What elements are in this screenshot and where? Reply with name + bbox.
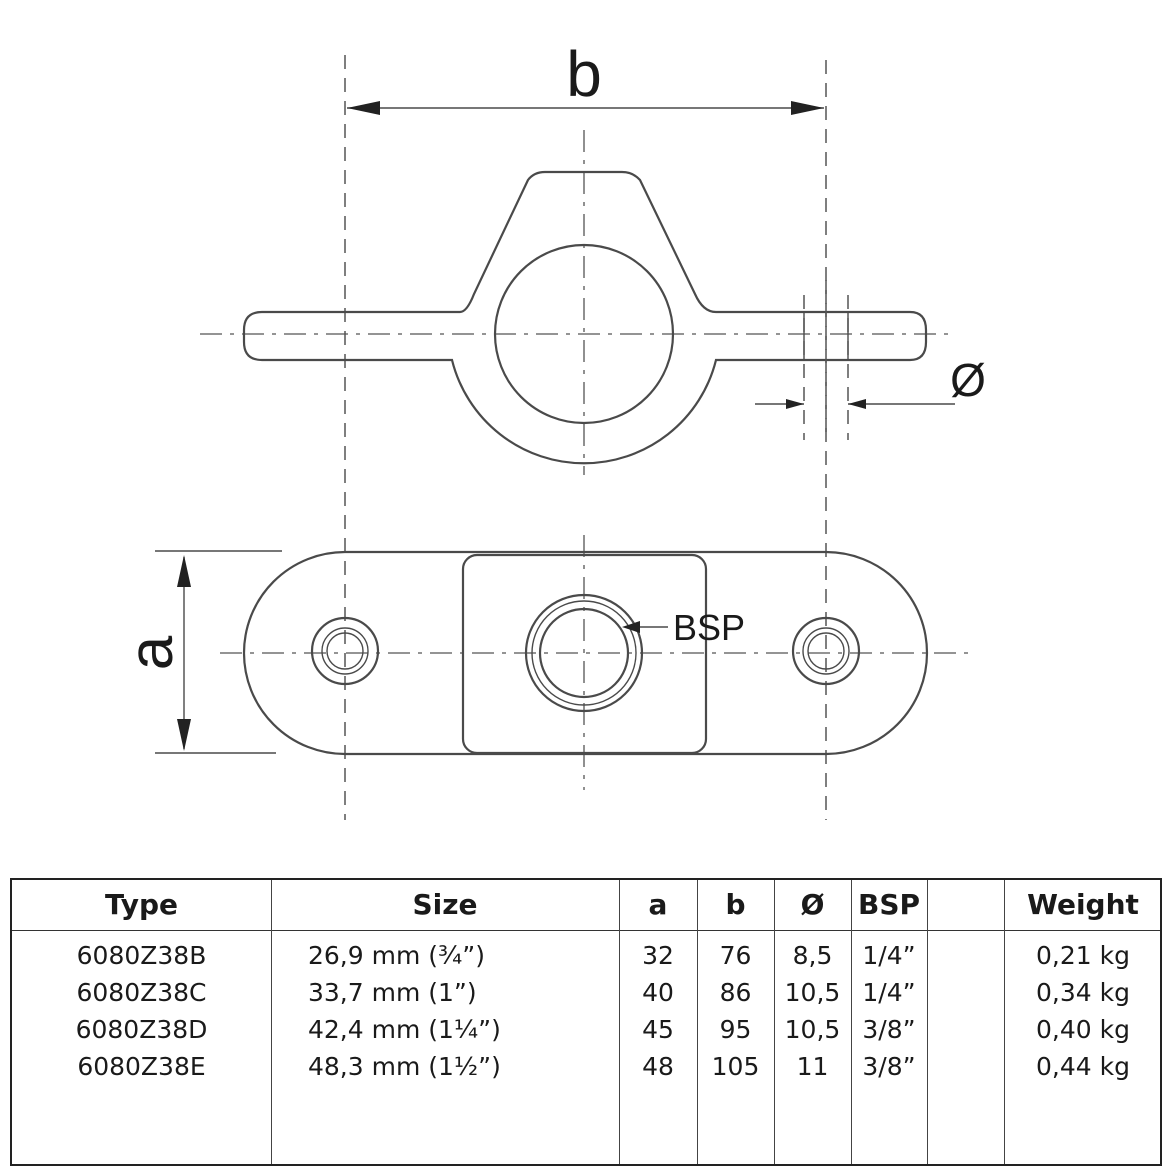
plan-view	[155, 535, 970, 790]
type-column: 6080Z38B 6080Z38C 6080Z38D 6080Z38E	[12, 937, 271, 1085]
size-cell: 33,7 mm (1”)	[308, 978, 477, 1007]
diameter-cell: 11	[796, 1052, 829, 1081]
size-column: 26,9 mm (¾”) 33,7 mm (1”) 42,4 mm (1¼”) …	[308, 937, 501, 1085]
dimension-diameter-label: Ø	[950, 354, 986, 406]
b-column: 76 86 95 105	[697, 937, 774, 1085]
bsp-hole-outer	[524, 593, 644, 713]
a-cell: 45	[642, 1015, 674, 1044]
a-cell: 32	[642, 941, 674, 970]
bsp-cell: 1/4”	[862, 941, 916, 970]
weight-cell: 0,40 kg	[1036, 1015, 1130, 1044]
header-size: Size	[412, 888, 478, 921]
diameter-cell: 8,5	[792, 941, 833, 970]
size-cell: 48,3 mm (1½”)	[308, 1052, 501, 1081]
a-cell: 40	[642, 978, 674, 1007]
right-mount-hole	[791, 616, 861, 686]
column-divider	[619, 880, 620, 1164]
header-weight: Weight	[1027, 888, 1139, 921]
header-b: b	[725, 888, 746, 921]
diameter-cell: 10,5	[784, 1015, 841, 1044]
b-cell: 105	[711, 1052, 760, 1081]
header-diameter: Ø	[800, 888, 825, 921]
bsp-label: BSP	[673, 607, 745, 648]
column-divider	[697, 880, 698, 1164]
column-divider	[1004, 880, 1005, 1164]
bsp-column: 1/4” 1/4” 3/8” 3/8”	[851, 937, 927, 1085]
bsp-cell: 3/8”	[862, 1052, 916, 1081]
dimension-b: b	[347, 38, 824, 115]
dimension-a-label: a	[117, 635, 186, 670]
dimension-diameter: Ø	[755, 354, 986, 409]
a-cell: 48	[642, 1052, 674, 1081]
left-mount-hole	[310, 616, 380, 686]
weight-cell: 0,44 kg	[1036, 1052, 1130, 1081]
bsp-callout: BSP	[622, 607, 745, 648]
header-type: Type	[104, 888, 179, 921]
type-cell: 6080Z38B	[76, 941, 207, 970]
center-boss	[461, 553, 708, 755]
front-view	[200, 130, 955, 475]
dimension-b-label: b	[566, 38, 602, 110]
type-cell: 6080Z38E	[77, 1052, 206, 1081]
diameter-cell: 10,5	[784, 978, 841, 1007]
technical-drawing: b Ø	[117, 38, 986, 820]
dimension-a: a	[117, 555, 191, 751]
b-cell: 95	[719, 1015, 752, 1044]
type-cell: 6080Z38C	[76, 978, 207, 1007]
base-plate-outline	[242, 550, 929, 756]
bsp-hole-inner	[538, 607, 630, 699]
bsp-cell: 3/8”	[862, 1015, 916, 1044]
b-cell: 86	[719, 978, 752, 1007]
bsp-cell: 1/4”	[862, 978, 916, 1007]
spec-table: Type Size a b Ø BSP Weight 6080Z38B 6080…	[10, 878, 1162, 1166]
header-bsp: BSP	[857, 888, 921, 921]
diameter-column: 8,5 10,5 10,5 11	[774, 937, 851, 1085]
weight-cell: 0,34 kg	[1036, 978, 1130, 1007]
front-view-outline	[242, 170, 928, 465]
tube-bore-circle	[493, 243, 675, 425]
size-cell: 26,9 mm (¾”)	[308, 941, 485, 970]
type-cell: 6080Z38D	[75, 1015, 208, 1044]
weight-column: 0,21 kg 0,34 kg 0,40 kg 0,44 kg	[1004, 937, 1162, 1085]
weight-cell: 0,21 kg	[1036, 941, 1130, 970]
a-column: 32 40 45 48	[619, 937, 697, 1085]
column-divider	[271, 880, 272, 1164]
size-cell: 42,4 mm (1¼”)	[308, 1015, 501, 1044]
table-header-row	[12, 880, 1160, 931]
b-cell: 76	[719, 941, 752, 970]
column-divider	[927, 880, 928, 1164]
header-a: a	[648, 888, 668, 921]
column-divider	[851, 880, 852, 1164]
column-divider	[774, 880, 775, 1164]
